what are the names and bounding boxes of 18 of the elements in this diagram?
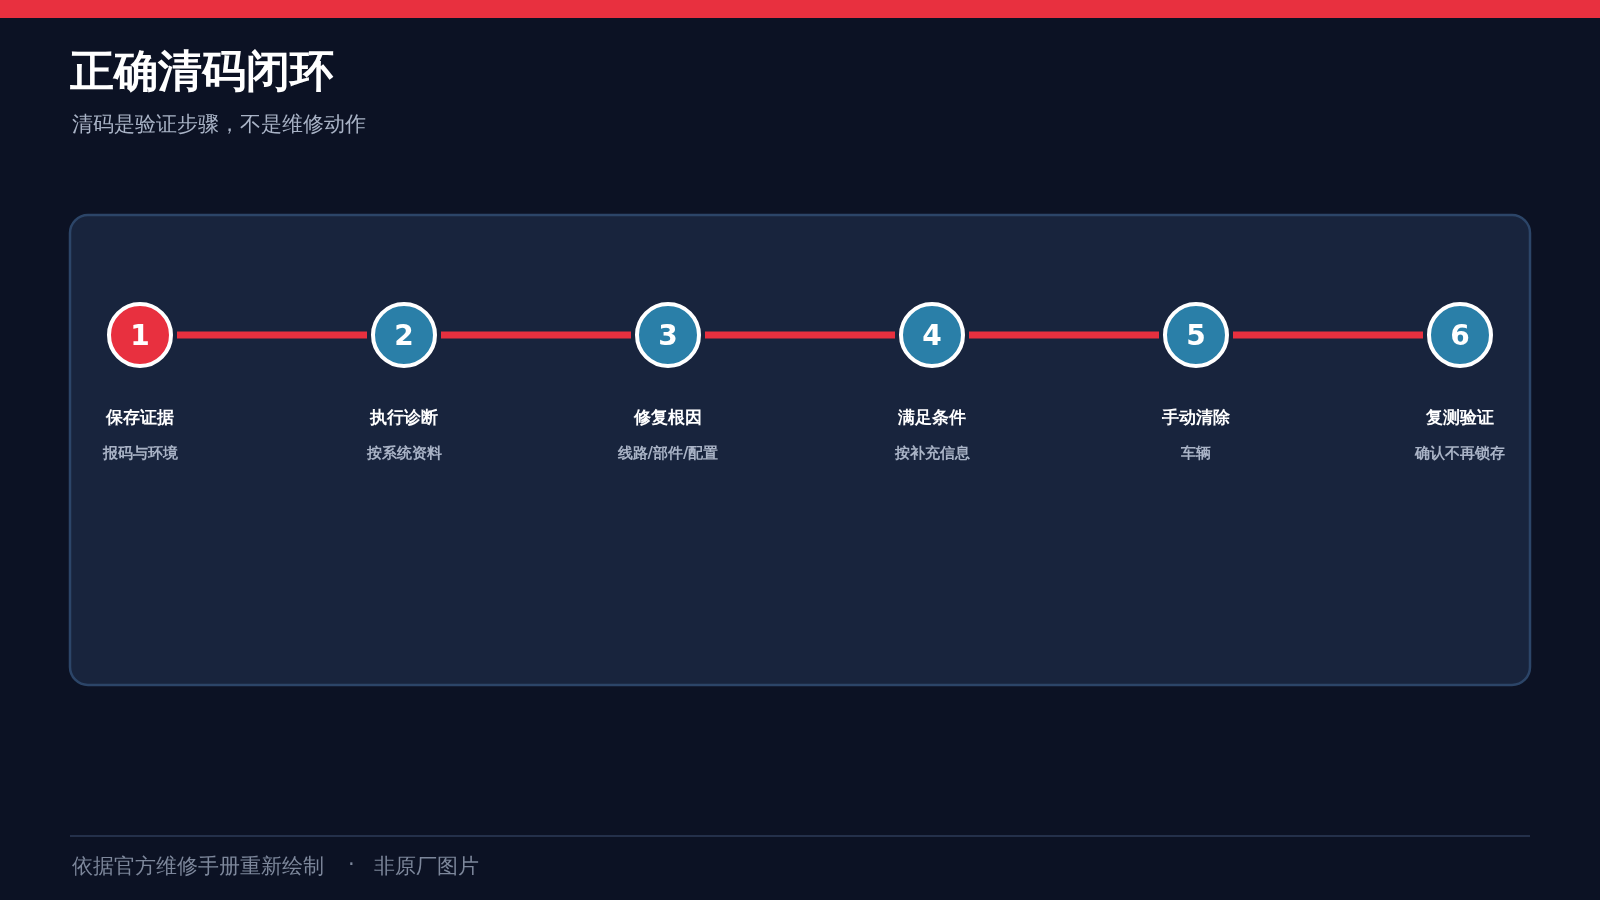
footer-note: 依据官方维修手册重新绘制 [72,853,324,880]
step-description: 线路/部件/配置 [616,444,720,463]
separator-dot: · [348,852,355,876]
step-title: 手动清除 [1161,406,1231,429]
title: 正确清码闭环 [70,44,334,98]
step-title: 保存证据 [105,406,175,429]
step-title: 修复根因 [633,406,703,429]
step-description: 报码与环境 [101,444,179,463]
step-title: 满足条件 [897,406,967,429]
step-title: 复测验证 [1425,406,1495,429]
step-description: 车辆 [1180,444,1212,463]
step-description: 按补充信息 [893,444,971,463]
subtitle: 清码是验证步骤，不是维修动作 [72,111,366,138]
step-description: 确认不再锁存 [1413,444,1506,463]
footer-note: 非原厂图片 [374,853,479,880]
accent-bar [0,0,1600,18]
step-title: 执行诊断 [368,406,439,429]
step-description: 按系统资料 [365,444,443,463]
